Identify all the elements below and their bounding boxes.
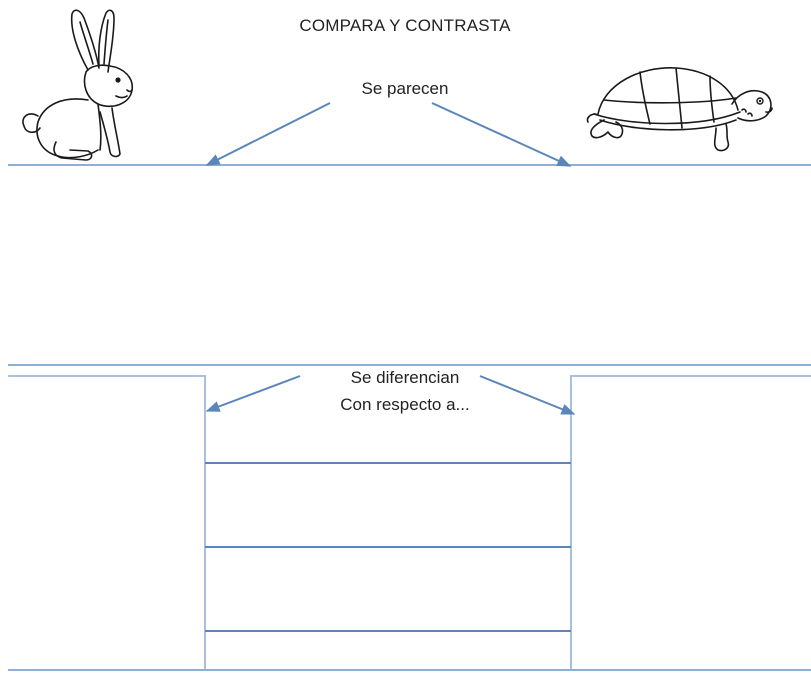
differences-arrow-left [205, 375, 301, 412]
differences-right-frame [570, 375, 811, 670]
differences-subheading: Con respecto a... [340, 395, 470, 414]
differences-left-frame [8, 375, 206, 670]
turtle-illustration [586, 67, 773, 152]
similarities-heading: Se parecen [361, 79, 449, 98]
similarities-arrow-right [431, 102, 572, 167]
differences-arrow-right [479, 375, 576, 415]
similarities-arrow-left [205, 102, 331, 166]
page-title: COMPARA Y CONTRASTA [299, 16, 511, 35]
rabbit-illustration [22, 9, 134, 161]
differences-heading: Se diferencian [350, 368, 460, 387]
